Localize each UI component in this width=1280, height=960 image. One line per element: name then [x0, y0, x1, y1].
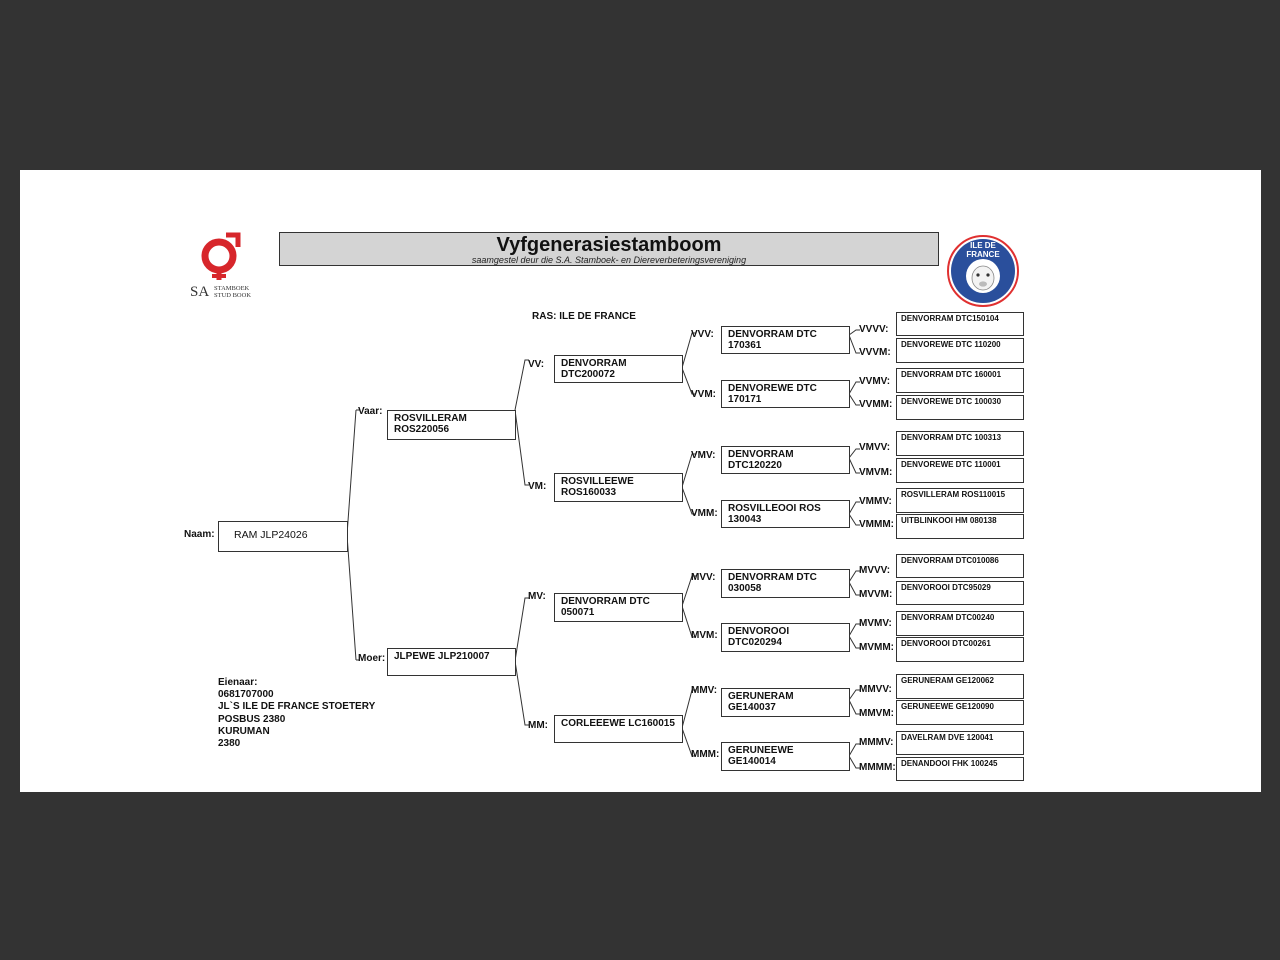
owner-block: Eienaar: 0681707000 JL`S ILE DE FRANCE S…: [218, 677, 375, 750]
mmv-label: MMV:: [691, 685, 718, 696]
title-banner: Vyfgenerasiestamboom saamgestel deur die…: [279, 232, 939, 266]
page-title: Vyfgenerasiestamboom: [496, 234, 722, 256]
mv-label: MV:: [528, 591, 546, 602]
page-subtitle: saamgestel deur die S.A. Stamboek- en Di…: [471, 255, 747, 265]
mv-box: DENVORRAM DTC 050071: [554, 593, 683, 622]
mvm-box: DENVOROOI DTC020294: [721, 623, 850, 652]
vvmv-label: VVMV:: [859, 376, 891, 387]
mvv-label: MVV:: [691, 572, 716, 583]
vm-label: VM:: [528, 481, 547, 492]
vmvv-box: DENVORRAM DTC 100313: [896, 431, 1024, 456]
mvm-label: MVM:: [691, 630, 718, 641]
mmvm-box: GERUNEEWE GE120090: [896, 700, 1024, 725]
mmmm-label: MMMM:: [859, 762, 896, 773]
ile-de-france-sheep-emblem-icon: [947, 235, 1019, 307]
vvm-label: VVM:: [691, 389, 716, 400]
dam-label: Moer:: [358, 653, 386, 664]
ile-de-france-logo-text: ILE DE FRANCE: [966, 241, 1000, 259]
pedigree-connector-lines: [346, 329, 860, 769]
mmvm-label: MMVM:: [859, 708, 894, 719]
vmmm-box: UITBLINKOOI HM 080138: [896, 514, 1024, 539]
mvvm-label: MVVM:: [859, 589, 893, 600]
vmvm-box: DENVOREWE DTC 110001: [896, 458, 1024, 483]
vmvv-label: VMVV:: [859, 442, 891, 453]
mvmm-box: DENVOROOI DTC00261: [896, 637, 1024, 662]
vmm-box: ROSVILLEOOI ROS 130043: [721, 500, 850, 528]
vvvv-box: DENVORRAM DTC150104: [896, 312, 1024, 336]
vmv-label: VMV:: [691, 450, 716, 461]
vm-box: ROSVILLEEWE ROS160033: [554, 473, 683, 502]
animal-label: Naam:: [184, 529, 215, 540]
mm-label: MM:: [528, 720, 548, 731]
vv-label: VV:: [528, 359, 545, 370]
ile-de-france-logo: ILE DE FRANCE: [946, 234, 1020, 308]
vmv-box: DENVORRAM DTC120220: [721, 446, 850, 474]
mmvv-box: GERUNERAM GE120062: [896, 674, 1024, 699]
owner-name: JL`S ILE DE FRANCE STOETERY: [218, 701, 376, 713]
vmmv-box: ROSVILLERAM ROS110015: [896, 488, 1024, 513]
sa-logo-wordmark: STAMBOEK STUD BOOK: [214, 285, 251, 299]
mvmm-label: MVMM:: [859, 642, 894, 653]
vmmv-label: VMMV:: [859, 496, 892, 507]
vv-box: DENVORRAM DTC200072: [554, 355, 683, 383]
vmm-label: VMM:: [691, 508, 718, 519]
animal-name-box: RAM JLP24026: [218, 521, 348, 552]
mvvv-label: MVVV:: [859, 565, 891, 576]
mvmv-label: MVMV:: [859, 618, 892, 629]
mvv-box: DENVORRAM DTC 030058: [721, 569, 850, 598]
sa-stamboek-emblem-icon: [201, 232, 241, 280]
vvv-label: VVV:: [691, 329, 714, 340]
vvv-box: DENVORRAM DTC 170361: [721, 326, 850, 354]
owner-address-1: POSBUS 2380: [218, 713, 286, 725]
mvvv-box: DENVORRAM DTC010086: [896, 554, 1024, 578]
breed-label: RAS: ILE DE FRANCE: [532, 311, 636, 322]
owner-postcode: 2380: [218, 738, 241, 750]
sire-box: ROSVILLERAM ROS220056: [387, 410, 516, 440]
pedigree-document: SA STAMBOEK STUD BOOK Vyfgenerasiestambo…: [20, 170, 1261, 792]
owner-address-2: KURUMAN: [218, 725, 270, 737]
vvmm-box: DENVOREWE DTC 100030: [896, 395, 1024, 420]
sa-logo-line2: STUD BOOK: [214, 292, 252, 299]
vvmv-box: DENVORRAM DTC 160001: [896, 368, 1024, 393]
sire-label: Vaar:: [358, 406, 383, 417]
sa-stamboek-logo: SA STAMBOEK STUD BOOK: [188, 232, 262, 302]
mmvv-label: MMVV:: [859, 684, 892, 695]
owner-number: 0681707000: [218, 689, 274, 701]
vvm-box: DENVOREWE DTC 170171: [721, 380, 850, 408]
mvvm-box: DENVOROOI DTC95029: [896, 581, 1024, 605]
mvmv-box: DENVORRAM DTC00240: [896, 611, 1024, 636]
vmmm-label: VMMM:: [859, 519, 894, 530]
mm-box: CORLEEEWE LC160015: [554, 715, 683, 743]
owner-label: Eienaar:: [218, 677, 258, 688]
vvvv-label: VVVV:: [859, 324, 889, 335]
mmmv-label: MMMV:: [859, 737, 894, 748]
mmmm-box: DENANDOOI FHK 100245: [896, 757, 1024, 781]
mmv-box: GERUNERAM GE140037: [721, 688, 850, 717]
dam-box: JLPEWE JLP210007: [387, 648, 516, 676]
vmvm-label: VMVM:: [859, 467, 893, 478]
vvmm-label: VVMM:: [859, 399, 893, 410]
mmmv-box: DAVELRAM DVE 120041: [896, 731, 1024, 755]
vvvm-label: VVVM:: [859, 347, 891, 358]
sa-logo-initials: SA: [190, 284, 210, 300]
mmm-box: GERUNEEWE GE140014: [721, 742, 850, 771]
vvvm-box: DENVOREWE DTC 110200: [896, 338, 1024, 363]
mmm-label: MMM:: [691, 749, 720, 760]
sa-logo-line1: STAMBOEK: [214, 285, 250, 292]
